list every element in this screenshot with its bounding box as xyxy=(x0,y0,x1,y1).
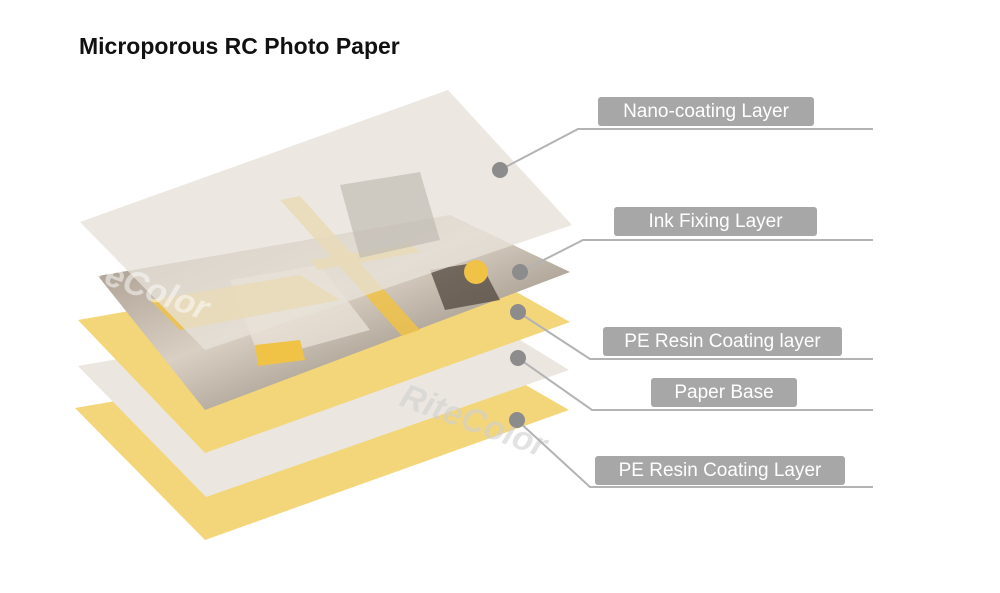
label-pe-resin-coating-layer-bottom: PE Resin Coating Layer xyxy=(595,456,845,485)
callout-dots xyxy=(492,162,528,428)
label-nano-coating-layer: Nano-coating Layer xyxy=(598,97,814,126)
label-pe-resin-coating-layer-top: PE Resin Coating layer xyxy=(603,327,842,356)
label-paper-base: Paper Base xyxy=(651,378,797,407)
diagram-title: Microporous RC Photo Paper xyxy=(79,33,400,59)
leader-lines xyxy=(499,128,873,488)
label-ink-fixing-layer: Ink Fixing Layer xyxy=(614,207,817,236)
nano-coating-sheet xyxy=(80,90,572,350)
